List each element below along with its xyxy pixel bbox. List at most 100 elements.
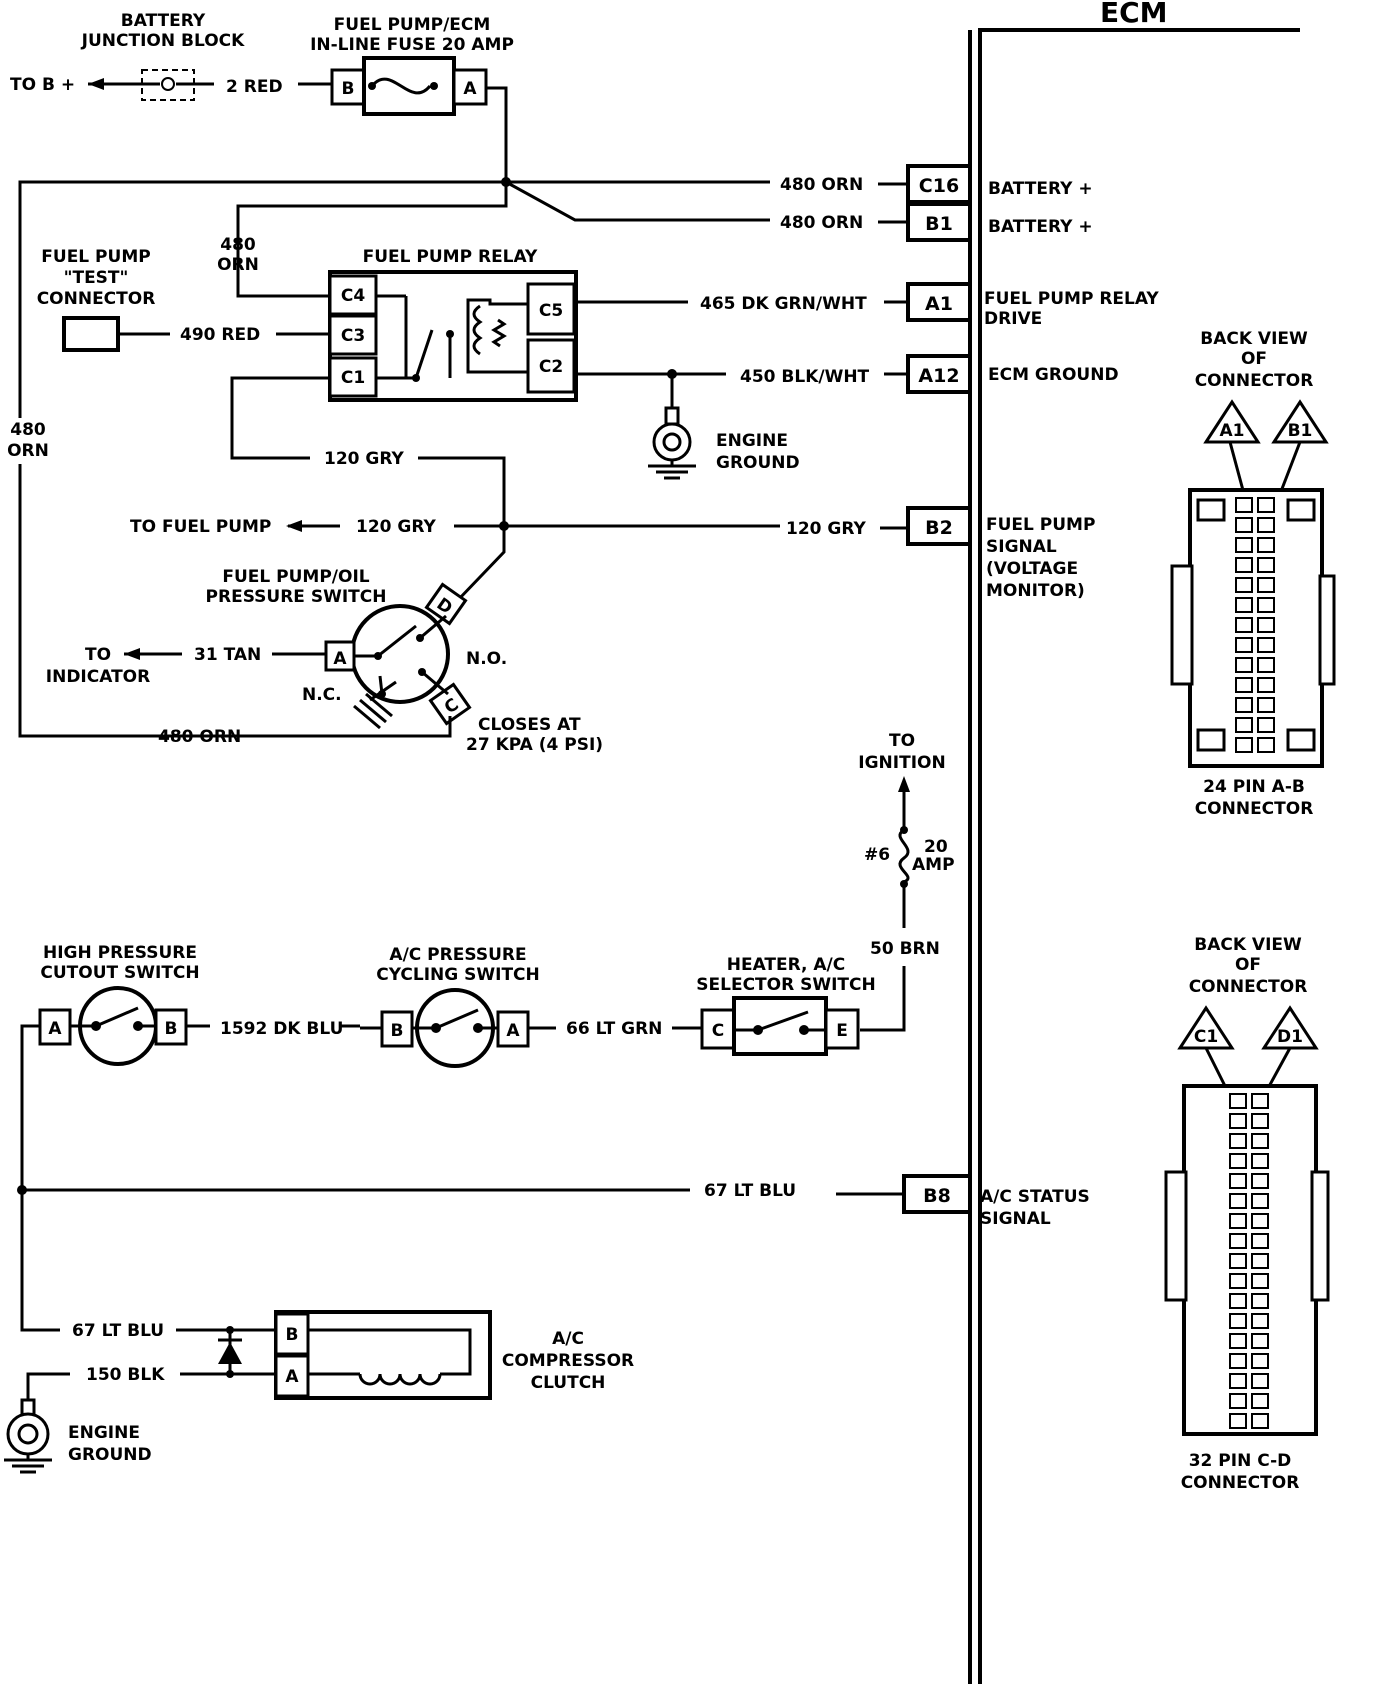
to-b-plus-label: TO B + xyxy=(10,75,75,95)
wire-480-orn-bottom: 480 ORN xyxy=(158,727,241,747)
svg-text:C5: C5 xyxy=(539,301,563,321)
to-fuel-pump-label: TO FUEL PUMP xyxy=(130,517,271,537)
svg-text:B1: B1 xyxy=(925,213,953,235)
wire-50-brn: 50 BRN xyxy=(870,939,940,959)
connector-pin-cavity xyxy=(1235,497,1253,513)
ac-clutch-diode xyxy=(218,1326,242,1378)
svg-text:SIGNAL: SIGNAL xyxy=(980,1209,1051,1229)
svg-text:CONNECTOR: CONNECTOR xyxy=(37,289,156,309)
wire-120-gry-ecm: 120 GRY xyxy=(786,519,867,539)
fuel-pump-relay: FUEL PUMP RELAY C4 C3 C1 C5 C2 465 DK GR… xyxy=(328,247,908,402)
ecm-pin-b1: B1 BATTERY + xyxy=(906,202,1093,242)
oil-switch-no: N.O. xyxy=(466,649,507,669)
wire-2-red: 2 RED xyxy=(226,77,283,97)
svg-text:CONNECTOR: CONNECTOR xyxy=(1195,799,1314,819)
connector-pin-cavity xyxy=(1257,617,1275,633)
connector-pin-cavity xyxy=(1229,1233,1247,1249)
connector-pin-cavity xyxy=(1251,1373,1269,1389)
heater-ac-selector-switch: HEATER, A/C SELECTOR SWITCH C E xyxy=(696,955,876,1056)
connector-pin-cavity xyxy=(1251,1293,1269,1309)
svg-text:C1: C1 xyxy=(341,368,365,388)
svg-text:(VOLTAGE: (VOLTAGE xyxy=(986,559,1078,579)
svg-text:A/C STATUS: A/C STATUS xyxy=(980,1187,1090,1207)
connector-pin-cavity xyxy=(1229,1393,1247,1409)
ecm-pin-a1: A1 FUEL PUMP RELAY DRIVE xyxy=(906,282,1159,329)
connector-24-pin-ab: BACK VIEW OF CONNECTOR A1 B1 24 PIN A-B … xyxy=(1170,329,1336,819)
connector-pin-cavity xyxy=(1251,1213,1269,1229)
svg-text:FUEL PUMP: FUEL PUMP xyxy=(986,515,1095,535)
svg-text:B: B xyxy=(391,1021,404,1041)
ecm-pin-b2: B2 FUEL PUMP SIGNAL (VOLTAGE MONITOR) xyxy=(906,506,1095,601)
svg-text:AMP: AMP xyxy=(912,855,955,875)
connector-pin-cavity xyxy=(1257,577,1275,593)
connector-pin-cavity xyxy=(1257,737,1275,753)
connector-pin-cavity xyxy=(1235,537,1253,553)
ac-compressor-clutch: B A A/C COMPRESSOR CLUTCH xyxy=(274,1310,634,1400)
svg-text:BACK VIEW: BACK VIEW xyxy=(1194,935,1302,955)
wire-120-gry-upper: 120 GRY xyxy=(324,449,405,469)
svg-text:CUTOUT SWITCH: CUTOUT SWITCH xyxy=(40,963,199,983)
svg-text:20: 20 xyxy=(924,837,948,857)
ac-pressure-cycling-switch: A/C PRESSURE CYCLING SWITCH B A 66 LT GR… xyxy=(360,945,702,1068)
connector-pin-cavity xyxy=(1235,697,1253,713)
ignition-feed: TO IGNITION #6 20 AMP 50 BRN xyxy=(858,731,955,1032)
connector-pin-cavity xyxy=(1229,1213,1247,1229)
svg-text:A: A xyxy=(48,1019,62,1039)
connector-pin-cavity xyxy=(1251,1153,1269,1169)
orn-upper-l1: 480 xyxy=(220,235,256,255)
svg-text:B8: B8 xyxy=(923,1185,951,1207)
svg-text:FUEL PUMP/OIL: FUEL PUMP/OIL xyxy=(222,567,369,587)
fuel-pump-signal-wires: 120 GRY 120 GRY TO FUEL PUMP 120 GRY xyxy=(130,376,908,602)
connector-pin-cavity xyxy=(1251,1233,1269,1249)
fuel-pump-oil-pressure-switch: FUEL PUMP/OIL PRESSURE SWITCH A D C N.O.… xyxy=(46,567,603,755)
orn-side-l1: 480 xyxy=(10,420,46,440)
fuse-title-l2: IN-LINE FUSE 20 AMP xyxy=(310,35,514,55)
connector-pin-cavity xyxy=(1251,1193,1269,1209)
svg-text:CONNECTOR: CONNECTOR xyxy=(1195,371,1314,391)
svg-text:MONITOR): MONITOR) xyxy=(986,581,1085,601)
svg-text:B1: B1 xyxy=(1288,421,1313,441)
battery-feed-wires: 480 ORN 480 ORN 480 ORN 480 ORN xyxy=(4,175,908,738)
svg-text:HIGH PRESSURE: HIGH PRESSURE xyxy=(43,943,197,963)
svg-text:SELECTOR SWITCH: SELECTOR SWITCH xyxy=(696,975,875,995)
connector-pin-cavity xyxy=(1251,1253,1269,1269)
connector-pin-cavity xyxy=(1229,1173,1247,1189)
svg-text:ECM GROUND: ECM GROUND xyxy=(988,365,1119,385)
fuse-pin-b: B xyxy=(342,79,355,99)
svg-text:CYCLING SWITCH: CYCLING SWITCH xyxy=(376,965,540,985)
wire-120-gry-mid: 120 GRY xyxy=(356,517,437,537)
svg-text:A/C PRESSURE: A/C PRESSURE xyxy=(389,945,526,965)
engine-ground-1-l2: GROUND xyxy=(716,453,800,473)
fuse-pin-a: A xyxy=(463,79,477,99)
svg-text:A: A xyxy=(506,1021,520,1041)
connector-pin-cavity xyxy=(1251,1313,1269,1329)
svg-text:FUEL PUMP: FUEL PUMP xyxy=(41,247,150,267)
svg-text:B: B xyxy=(286,1325,299,1345)
fuse-title-l1: FUEL PUMP/ECM xyxy=(334,15,491,35)
fuel-pump-ecm-fuse: FUEL PUMP/ECM IN-LINE FUSE 20 AMP B A xyxy=(310,15,514,182)
svg-text:PRESSURE SWITCH: PRESSURE SWITCH xyxy=(206,587,387,607)
connector-pin-cavity xyxy=(1229,1413,1247,1429)
connector-pin-cavity xyxy=(1257,557,1275,573)
svg-text:27 KPA (4 PSI): 27 KPA (4 PSI) xyxy=(466,735,603,755)
connector-pin-cavity xyxy=(1251,1333,1269,1349)
connector-pin-cavity xyxy=(1229,1113,1247,1129)
connector-pin-cavity xyxy=(1229,1373,1247,1389)
svg-text:OF: OF xyxy=(1235,955,1261,975)
connector-pin-cavity xyxy=(1257,517,1275,533)
svg-text:C16: C16 xyxy=(919,175,959,197)
relay-title: FUEL PUMP RELAY xyxy=(363,247,538,267)
battery-block-l2: JUNCTION BLOCK xyxy=(81,31,245,51)
svg-text:BACK VIEW: BACK VIEW xyxy=(1200,329,1308,349)
connector-pin-cavity xyxy=(1229,1273,1247,1289)
svg-text:DRIVE: DRIVE xyxy=(984,309,1042,329)
svg-text:ENGINE: ENGINE xyxy=(68,1423,140,1443)
connector-32-pin-cd: BACK VIEW OF CONNECTOR C1 D1 32 PIN C-D … xyxy=(1164,935,1330,1493)
wire-480-orn-b1: 480 ORN xyxy=(780,213,863,233)
svg-text:CLOSES AT: CLOSES AT xyxy=(478,715,581,735)
wire-450: 450 BLK/WHT xyxy=(740,367,870,387)
connector-pin-cavity xyxy=(1257,657,1275,673)
connector-pin-cavity xyxy=(1251,1173,1269,1189)
connector-pin-cavity xyxy=(1257,637,1275,653)
